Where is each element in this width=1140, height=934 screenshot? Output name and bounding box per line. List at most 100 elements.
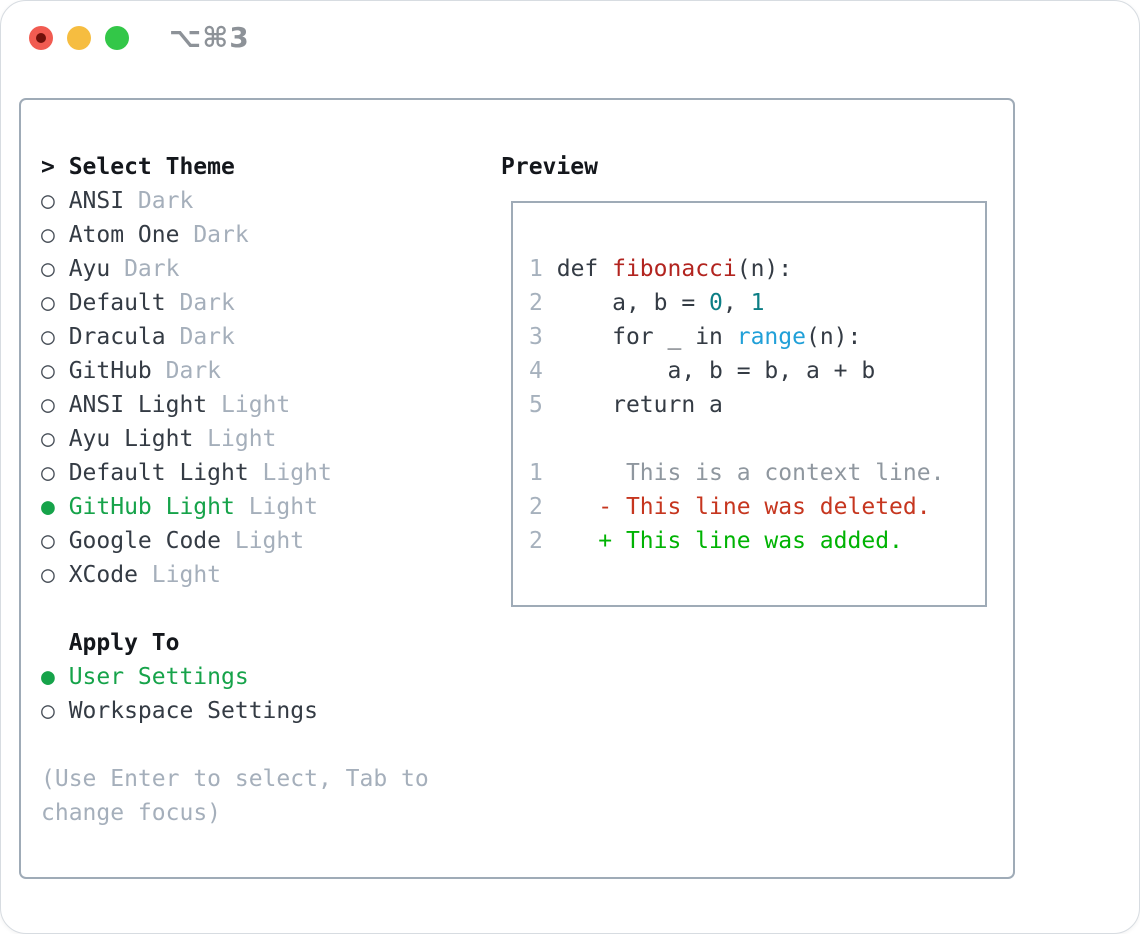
theme-picker-panel: > Select Theme ○ ANSI Dark ○ Atom One Dark ○ A…: [19, 98, 1015, 879]
radio-unselected-icon: ○: [41, 528, 55, 554]
preview-title: Preview: [501, 154, 598, 180]
line-number: 2: [529, 528, 543, 554]
select-theme-title: Select Theme: [68, 154, 235, 180]
line-number: 3: [529, 324, 543, 350]
close-button[interactable]: [29, 26, 53, 50]
apply-option-workspace-settings[interactable]: ○ Workspace Settings: [41, 694, 429, 728]
radio-selected-icon: ●: [41, 494, 55, 520]
radio-unselected-icon: ○: [41, 324, 55, 350]
theme-option-github-light[interactable]: ● GitHub Light Light: [41, 490, 429, 524]
theme-variant-badge: Light: [137, 562, 222, 588]
token-plain: a, b = b, a + b: [556, 358, 876, 384]
theme-option-ayu[interactable]: ○Ayu Dark: [41, 252, 429, 286]
theme-label: XCode: [68, 562, 138, 588]
zoom-button[interactable]: [105, 26, 129, 50]
line-number: 4: [529, 358, 543, 384]
radio-selected-icon: ●: [41, 664, 55, 690]
diff-text-deleted: - This line was deleted.: [598, 494, 931, 520]
theme-label: Dracula: [68, 324, 166, 350]
line-number: 1: [529, 460, 543, 486]
token-plain: ,: [722, 290, 751, 316]
theme-variant-badge: Light: [248, 460, 332, 486]
theme-option-github[interactable]: ○GitHub Dark: [41, 354, 429, 388]
radio-unselected-icon: ○: [41, 698, 55, 724]
token-plain: (n):: [736, 256, 793, 282]
code-line: 5 return a: [529, 388, 985, 422]
focus-caret-icon: >: [41, 154, 55, 180]
theme-option-xcode[interactable]: ○XCode Light: [41, 558, 429, 592]
theme-option-default[interactable]: ○Default Dark: [41, 286, 429, 320]
theme-option-ansi-light[interactable]: ○ ANSI Light Light: [41, 388, 429, 422]
apply-option-label: Workspace Settings: [68, 698, 318, 724]
diff-line-deleted: 2 - This line was deleted.: [529, 490, 985, 524]
token-plain: return a: [556, 392, 723, 418]
code-line: 4 a, b = b, a + b: [529, 354, 985, 388]
theme-label: Ayu: [68, 256, 111, 282]
theme-list: > Select Theme ○ ANSI Dark ○ Atom One Dark ○ A…: [41, 150, 429, 830]
radio-unselected-icon: ○: [41, 392, 55, 418]
theme-label: Google Code: [68, 528, 222, 554]
diff-text-added: + This line was added.: [598, 528, 903, 554]
title-bar: ⌥⌘3: [1, 1, 1139, 75]
radio-unselected-icon: ○: [41, 256, 55, 282]
theme-option-google-code[interactable]: ○ Google Code Light: [41, 524, 429, 558]
theme-option-dracula[interactable]: ○ Dracula Dark: [41, 320, 429, 354]
apply-to-header: Apply To: [41, 626, 429, 660]
line-number: 2: [529, 494, 543, 520]
theme-option-ayu-light[interactable]: ○ Ayu Light Light: [41, 422, 429, 456]
theme-variant-badge: Dark: [124, 188, 194, 214]
apply-option-user-settings[interactable]: ● User Settings: [41, 660, 429, 694]
radio-unselected-icon: ○: [41, 426, 55, 452]
theme-label: Default Light: [68, 460, 249, 486]
token-plain: (n):: [805, 324, 862, 350]
radio-unselected-icon: ○: [41, 222, 55, 248]
spacer: [41, 592, 429, 626]
theme-variant-badge: Light: [234, 494, 318, 520]
theme-label: GitHub Light: [68, 494, 235, 520]
code-line: 1 def fibonacci(n):: [529, 252, 985, 286]
radio-unselected-icon: ○: [41, 188, 55, 214]
token-number: 1: [750, 290, 765, 316]
blank-line: [529, 422, 985, 456]
theme-option-atom-one[interactable]: ○ Atom One Dark: [41, 218, 429, 252]
diff-line-context: 1 This is a context line.: [529, 456, 985, 490]
line-number: 1: [529, 256, 543, 282]
window-shortcut-label: ⌥⌘3: [169, 21, 250, 54]
token-plain: for _ in: [556, 324, 737, 350]
theme-label: ANSI Light: [68, 392, 208, 418]
hint-line-1: (Use Enter to select, Tab to: [41, 766, 429, 792]
theme-label: GitHub: [68, 358, 152, 384]
diff-text-context: This is a context line.: [598, 460, 945, 486]
theme-variant-badge: Light: [193, 426, 277, 452]
apply-to-title: Apply To: [68, 630, 180, 656]
token-builtin: range: [736, 324, 806, 350]
radio-unselected-icon: ○: [41, 290, 55, 316]
select-theme-header: > Select Theme: [41, 150, 429, 184]
radio-unselected-icon: ○: [41, 358, 55, 384]
minimize-button[interactable]: [67, 26, 91, 50]
code-line: 2 a, b = 0, 1: [529, 286, 985, 320]
theme-variant-badge: Dark: [165, 324, 235, 350]
radio-unselected-icon: ○: [41, 460, 55, 486]
token-plain: def: [556, 256, 613, 282]
theme-label: Atom One: [68, 222, 180, 248]
theme-variant-badge: Dark: [165, 290, 235, 316]
hint-line-2: change focus): [41, 800, 222, 826]
theme-option-default-light[interactable]: ○ Default Light Light: [41, 456, 429, 490]
line-number: 5: [529, 392, 543, 418]
theme-variant-badge: Light: [207, 392, 291, 418]
apply-option-label: User Settings: [68, 664, 249, 690]
code-line: 3 for _ in range(n):: [529, 320, 985, 354]
token-number: 0: [709, 290, 723, 316]
token-plain: a, b =: [556, 290, 710, 316]
theme-option-ansi[interactable]: ○ ANSI Dark: [41, 184, 429, 218]
theme-label: ANSI: [68, 188, 125, 214]
token-function: fibonacci: [612, 256, 737, 282]
theme-variant-badge: Light: [221, 528, 305, 554]
spacer: [41, 728, 429, 762]
theme-variant-badge: Dark: [179, 222, 249, 248]
theme-label: Ayu Light: [68, 426, 194, 452]
